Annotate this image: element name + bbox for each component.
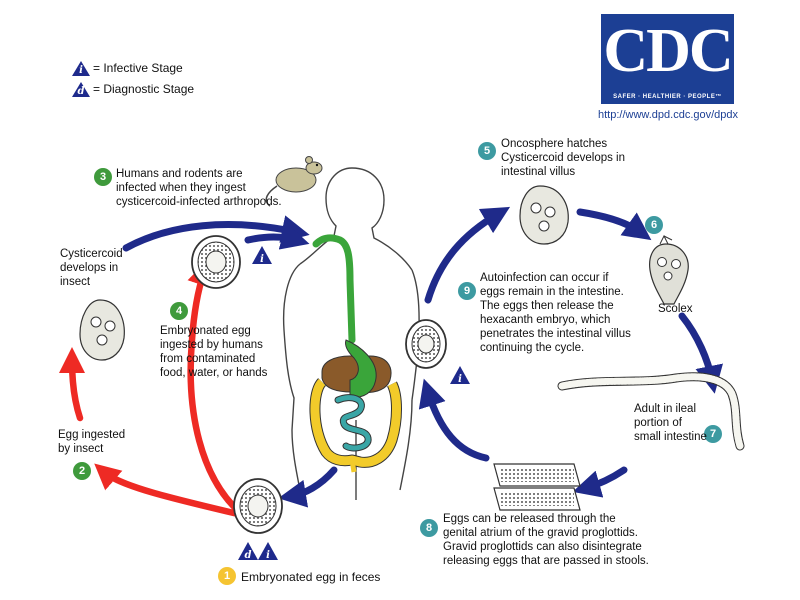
cdc-logo: CDC SAFER · HEALTHIER · PEOPLE™ (601, 14, 734, 104)
infective-stage-icon: i (72, 60, 90, 76)
egg-step9 (405, 319, 447, 369)
egg-step4 (191, 235, 241, 289)
step-badge-1: 1 (218, 567, 236, 585)
step-badge-8: 8 (420, 519, 438, 537)
legend-diagnostic: d = Diagnostic Stage (72, 81, 194, 97)
cdc-logo-tagline: SAFER · HEALTHIER · PEOPLE™ (613, 94, 722, 100)
step-badge-7: 7 (704, 425, 722, 443)
infective-marker-step1: i (258, 542, 278, 561)
step-badge-9: 9 (458, 282, 476, 300)
step-1-text: Embryonated egg in feces (241, 570, 381, 584)
diagnostic-stage-icon: d (72, 81, 90, 97)
scolex-drawing (649, 234, 689, 305)
diagnostic-marker-step1: d (238, 542, 258, 561)
svg-text:i: i (260, 254, 264, 265)
adult-tapeworm (557, 372, 745, 451)
blue-arrows (122, 206, 723, 508)
svg-text:d: d (245, 550, 252, 561)
legend-infective-label: = Infective Stage (93, 61, 183, 75)
svg-text:i: i (266, 550, 270, 561)
egg-step1 (233, 478, 283, 534)
step-badge-4: 4 (170, 302, 188, 320)
legend-infective: i = Infective Stage (72, 60, 183, 76)
step-badge-6: 6 (645, 216, 663, 234)
step-badge-3: 3 (94, 168, 112, 186)
legend-diagnostic-label: = Diagnostic Stage (93, 82, 195, 96)
cdc-logo-letters: CDC (603, 17, 733, 85)
scolex-label: Scolex (658, 303, 693, 315)
infective-marker-step9: i (450, 366, 470, 385)
red-arrows (59, 259, 248, 520)
cysticercoid-step5 (519, 185, 569, 245)
svg-text:i: i (458, 374, 462, 385)
step-badge-5: 5 (478, 142, 496, 160)
cysticercoid-larva-left (79, 299, 125, 361)
step-badge-2: 2 (73, 462, 91, 480)
gravid-proglottids (493, 463, 581, 511)
rat-icon (265, 156, 323, 207)
infective-marker-step4: i (252, 246, 272, 265)
digestive-tract (309, 234, 402, 473)
cdc-url[interactable]: http://www.dpd.cdc.gov/dpdx (598, 109, 739, 121)
